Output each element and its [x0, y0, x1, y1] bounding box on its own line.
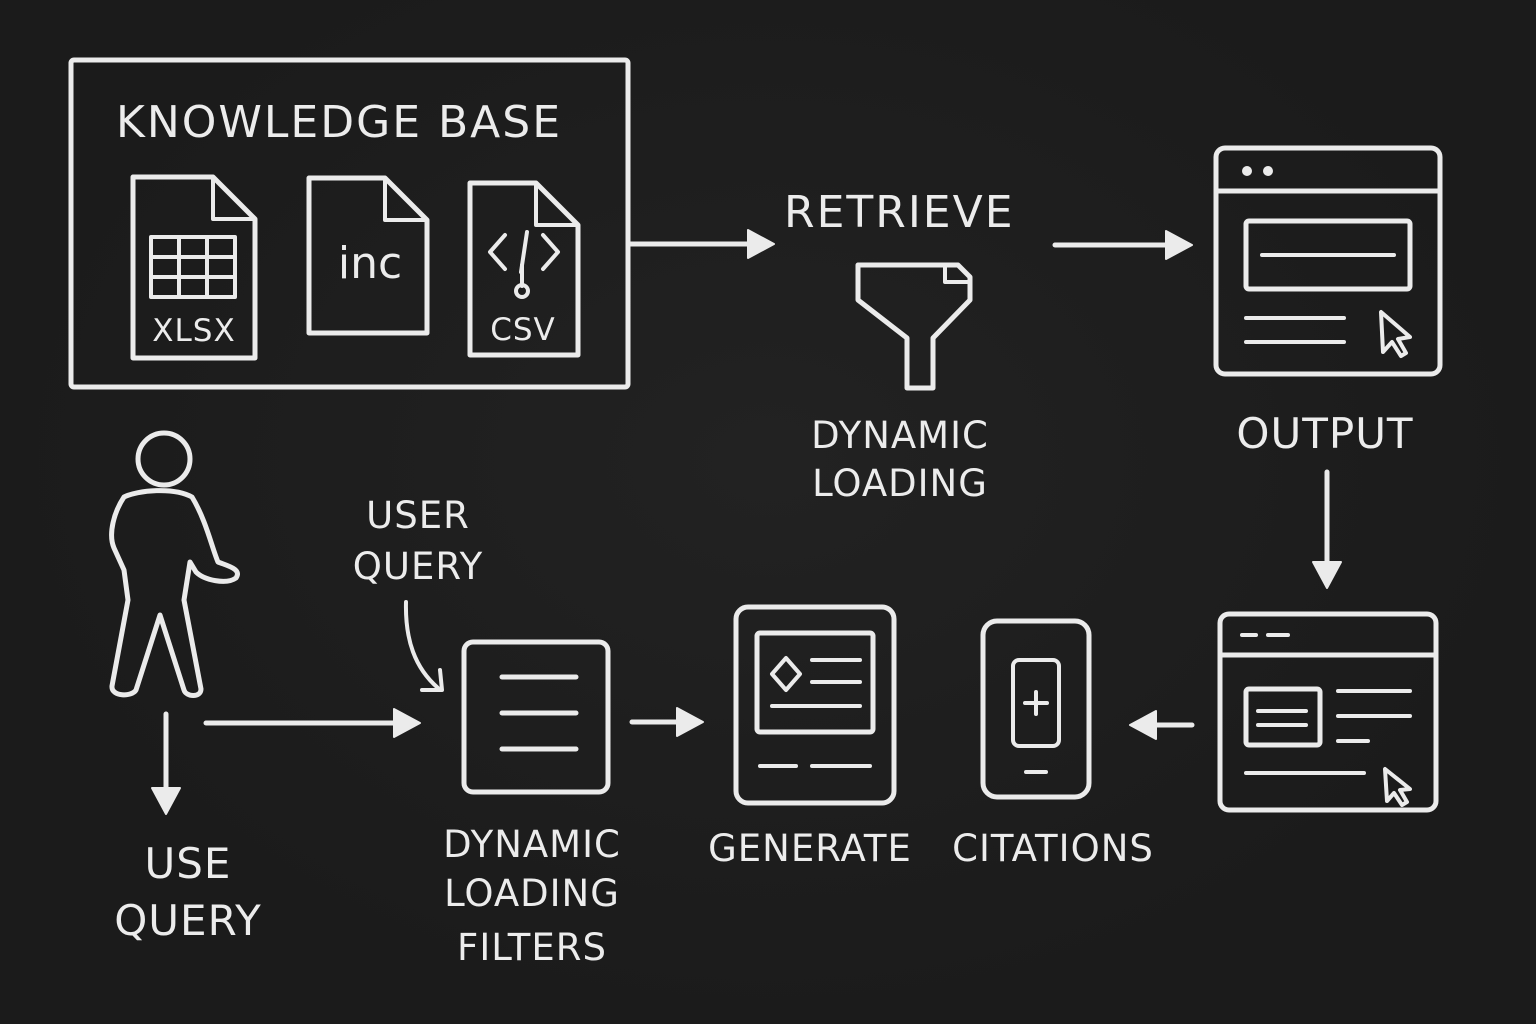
filters-line3: FILTERS — [457, 926, 607, 969]
knowledge-base-title: KNOWLEDGE BASE — [116, 97, 562, 148]
spreadsheet-file-icon: XLSX — [130, 174, 258, 361]
list-box-icon — [461, 639, 611, 795]
dynamic-loading-line2: LOADING — [812, 462, 988, 505]
use-query-line1: USE — [145, 839, 232, 888]
generate-label: GENERATE — [708, 827, 912, 870]
csv-label: CSV — [490, 312, 556, 348]
filters-line2: LOADING — [444, 872, 620, 915]
xlsx-label: XLSX — [152, 313, 235, 349]
result-window-icon — [1217, 611, 1439, 813]
arrow-user-query-curve — [403, 600, 444, 692]
person-icon — [109, 430, 240, 698]
inc-label: inc — [338, 238, 402, 289]
retrieve-label: RETRIEVE — [784, 187, 1015, 238]
filters-line1: DYNAMIC — [443, 823, 621, 866]
output-label: OUTPUT — [1236, 409, 1413, 458]
cursor-icon — [1383, 767, 1412, 807]
funnel-icon — [855, 262, 973, 391]
phone-icon — [980, 618, 1092, 800]
use-query-line2: QUERY — [114, 896, 262, 945]
code-file-icon: CSV — [467, 180, 581, 358]
arrow-output-down — [1312, 469, 1342, 589]
arrow-person-down — [151, 711, 181, 815]
output-window-icon — [1213, 145, 1443, 377]
knowledge-base-panel: KNOWLEDGE BASE XLSX inc CSV — [68, 57, 631, 390]
cursor-icon — [1379, 310, 1412, 358]
arrow-filters-to-generate — [629, 707, 704, 737]
arrow-retrieve-to-output — [1052, 230, 1193, 260]
document-file-icon: inc — [306, 175, 430, 336]
knowledge-base-frame — [68, 57, 631, 390]
user-query-line1: USER — [366, 494, 470, 537]
arrow-person-to-filters — [203, 708, 421, 738]
user-query-line2: QUERY — [353, 545, 484, 588]
dynamic-loading-line1: DYNAMIC — [811, 414, 989, 457]
citations-label: CITATIONS — [952, 827, 1154, 870]
arrow-window-to-citations — [1129, 710, 1195, 740]
tablet-icon — [733, 604, 897, 806]
arrow-kb-to-retrieve — [627, 229, 775, 259]
